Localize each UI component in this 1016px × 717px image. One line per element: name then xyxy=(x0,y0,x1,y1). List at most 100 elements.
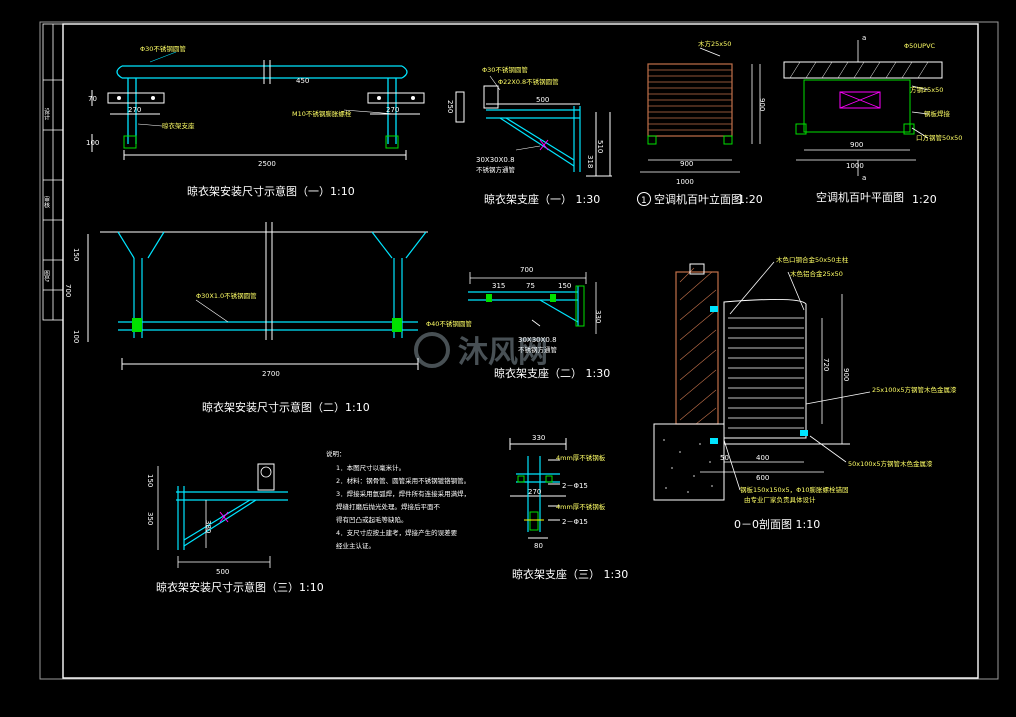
watermark: 沐风网 xyxy=(414,332,548,370)
section-edge-dim: 50 xyxy=(720,454,729,462)
fig2-caption: 晾衣架安装尺寸示意图（二）1:10 xyxy=(202,400,370,414)
notes-line-5: 得有凹凸或起毛等缺陷。 xyxy=(336,515,408,524)
seat1-top-dim: 500 xyxy=(536,96,549,104)
fig1-pipe-label: Φ30不锈钢圆管 xyxy=(140,44,186,53)
ac-elev-width-dim: 1000 xyxy=(676,178,694,186)
section-tube2-label: 50x100x5方钢管木色金属漆 xyxy=(848,459,933,468)
seat2-dim-1: 315 xyxy=(492,282,505,290)
seat3-plate2-label: 4mm厚不锈钢板 xyxy=(556,502,606,511)
ac-plan-drawing xyxy=(783,40,943,176)
fig2-drawing xyxy=(87,222,428,370)
ac-plan-inner-dim: 900 xyxy=(850,141,863,149)
ac-elev-scale: 1:20 xyxy=(738,193,763,206)
notes-line-3: 3．焊接采用氩弧焊，焊件所有连接采用满焊， xyxy=(336,489,470,498)
section-outer-dim: 600 xyxy=(756,474,769,482)
ac-plan-plate-label: 钢板焊接 xyxy=(924,109,951,118)
fig2-height-dim: 700 xyxy=(64,284,72,297)
seat2-top-dim: 700 xyxy=(520,266,533,274)
watermark-logo-icon xyxy=(414,332,450,368)
seat3-hole2-label: 2－Φ15 xyxy=(562,518,588,526)
notes-line-1: 1．本图尺寸以毫米计。 xyxy=(336,463,405,472)
seat3-top-dim: 330 xyxy=(532,434,545,442)
seat1-height-dim: 510 xyxy=(596,140,604,153)
fig1-height-dim: 450 xyxy=(296,77,309,85)
section-louver-dim: 720 xyxy=(822,358,830,371)
fig1-right-width-dim: 270 xyxy=(386,106,399,114)
seat3-width-dim: 270 xyxy=(528,488,541,496)
seat2-material-dim: 30X30X0.8 xyxy=(518,336,557,344)
seat1-caption: 晾衣架支座（一） 1:30 xyxy=(484,192,600,206)
fig2-pipe2-label: Φ40不锈钢圆管 xyxy=(426,319,472,328)
ac-plan-caption: 空调机百叶平面图 xyxy=(816,190,904,204)
ac-plan-steel-label: 方钢25x50 xyxy=(910,85,943,94)
ac-plan-outer-dim: 1000 xyxy=(846,162,864,170)
seat3-plate1-label: 4mm厚不锈钢板 xyxy=(556,453,606,462)
seat1-lower-dim: 318 xyxy=(586,155,594,168)
seat3-caption: 晾衣架支座（三） 1:30 xyxy=(512,567,628,581)
fig1-length-dim: 2500 xyxy=(258,160,276,168)
ac-elev-side-dim: 900 xyxy=(758,98,766,111)
fig1-plate-dim: 70 xyxy=(88,95,97,103)
ac-plan-pipe-label: Φ50UPVC xyxy=(904,42,936,50)
watermark-brand: 沐风网 xyxy=(458,335,548,370)
fig3-top-dim: 150 xyxy=(146,474,154,487)
notes-line-6: 4．支尺寸应按土建考，焊接产生的误差要 xyxy=(336,528,458,537)
title-block-cell-2: 审核 xyxy=(43,195,50,209)
seat2-dim-3: 150 xyxy=(558,282,571,290)
seat1-drawing xyxy=(455,75,612,177)
section-column-label: 木色口钢合金50x50主柱 xyxy=(776,255,849,264)
fig1-left-width-dim: 270 xyxy=(128,106,141,114)
seat1-section-material: 不锈钢方通管 xyxy=(476,165,516,174)
title-block-cell-3: 图号 xyxy=(43,270,50,283)
notes-line-2: 2．材料：钢骨管、圆管采用不锈钢镀铬钢管。 xyxy=(336,476,470,485)
fig3-width-dim: 500 xyxy=(216,568,229,576)
seat1-pipe-label: Φ30不锈钢圆管 xyxy=(482,65,528,74)
fig1-drawing xyxy=(91,51,425,160)
fig3-height-dim: 350 xyxy=(146,512,154,525)
notes-line-4: 焊缝打磨后抛光处理。焊接后平面不 xyxy=(336,502,441,511)
ac-elevation-drawing xyxy=(640,47,761,173)
fig2-pipe-label: Φ30X1.0不锈钢圆管 xyxy=(196,291,257,300)
fig2-length-dim: 2700 xyxy=(262,370,280,378)
section-height-dim: 900 xyxy=(842,368,850,381)
fig1-support-label: 晾衣架支座 xyxy=(162,121,195,130)
section-tube1-label: 25x100x5方钢管木色金属漆 xyxy=(872,385,957,394)
fig1-bolt-label: M10不锈钢膨胀螺栓 xyxy=(292,109,352,118)
section-alu-label: 木色铝合金25x50 xyxy=(790,269,843,278)
ac-elev-figure-marker xyxy=(637,192,651,206)
seat1-pipe2-label: Φ22X0.8不锈钢圆管 xyxy=(498,77,559,86)
ac-elev-caption: 空调机百叶立面图 xyxy=(654,192,742,206)
fig3-drawing xyxy=(157,463,288,568)
seat2-drawing xyxy=(468,272,597,334)
ac-plan-axis-bottom: a xyxy=(862,174,866,182)
notes-title: 说明： xyxy=(326,449,346,458)
fig2-bottom-dim: 100 xyxy=(72,330,80,343)
fig1-caption: 晾衣架安装尺寸示意图（一）1:10 xyxy=(187,184,355,198)
seat2-caption: 晾衣架支座（二） 1:30 xyxy=(494,366,610,380)
ac-elev-figure-number: 1 xyxy=(641,196,647,206)
outer-border xyxy=(39,21,999,680)
section-anchor-label: 钢板150x150x5，Φ10膨胀螺栓锚固 xyxy=(740,485,849,494)
fig1-base-dim: 100 xyxy=(86,139,99,147)
seat1-section-dim: 30X30X0.8 xyxy=(476,156,515,164)
seat2-side-dim: 330 xyxy=(594,310,602,323)
design-notes: 说明： 1．本图尺寸以毫米计。 2．材料：钢骨管、圆管采用不锈钢镀铬钢管。 3．… xyxy=(326,449,470,550)
title-block-strip xyxy=(42,23,64,321)
fig3-brace-dim: 380 xyxy=(204,520,212,533)
seat3-hole1-label: 2－Φ15 xyxy=(562,482,588,490)
seat1-side-dim: 250 xyxy=(446,100,454,113)
ac-elev-inner-dim: 900 xyxy=(680,160,693,168)
section-caption: 0－0剖面图 1:10 xyxy=(734,517,820,531)
title-block-cell-1: 设计 xyxy=(43,107,50,121)
notes-line-7: 经业主认证。 xyxy=(336,541,375,550)
seat3-bottom-dim: 80 xyxy=(534,542,543,550)
ac-elev-top-label: 木方25x50 xyxy=(698,39,731,48)
seat2-dim-2: 75 xyxy=(526,282,535,290)
section-vendor-label: 由专业厂家负责具体设计 xyxy=(744,495,816,504)
seat2-material-label: 不锈钢方通管 xyxy=(518,345,558,354)
inner-border xyxy=(62,23,979,679)
ac-plan-axis-top: a xyxy=(862,34,866,42)
section-drawing xyxy=(653,261,871,501)
